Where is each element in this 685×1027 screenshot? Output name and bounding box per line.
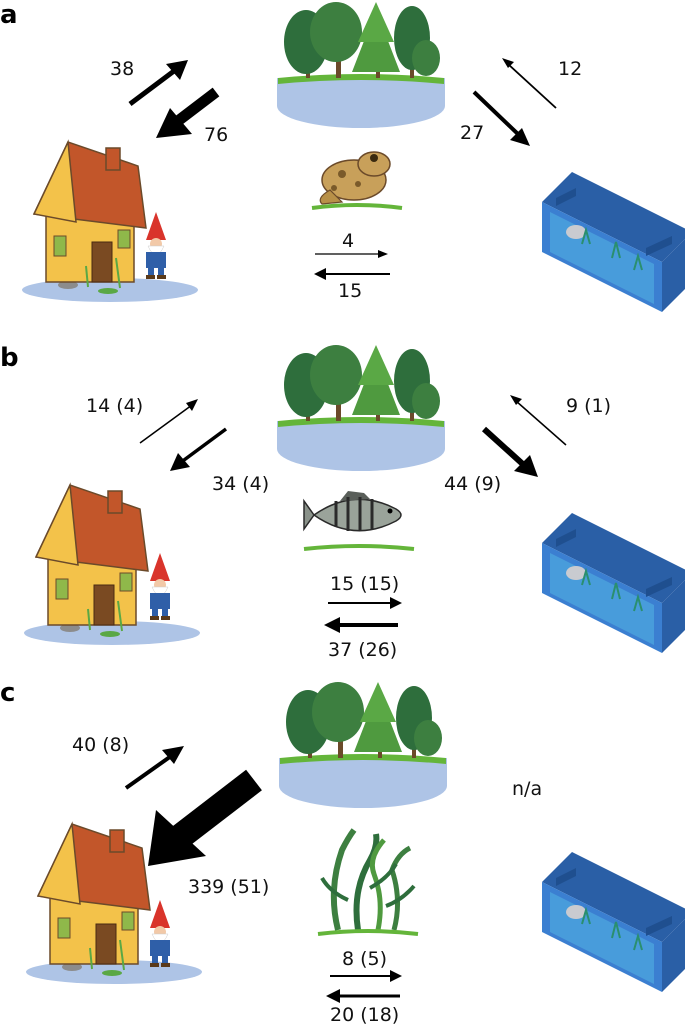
panel-b: b 14 (4) 34 (4) 9 (1) 44 (9) 15 (15) 37 … [0, 335, 685, 670]
arrow-wild-to-house [170, 87, 220, 129]
label-wild-to-house: 339 (51) [188, 876, 270, 898]
label-wild-to-house: 34 (4) [212, 473, 270, 495]
house-with-pond-icon [23, 484, 201, 646]
aquarium-tank-icon [541, 851, 685, 993]
label-aquarium-link: n/a [512, 778, 543, 800]
arrow-wild-to-house [178, 427, 228, 465]
perch-fish-icon [302, 489, 416, 551]
arrow-house-to-wild [139, 404, 193, 444]
panel-letter: b [0, 343, 19, 373]
panel-c: c 40 (8) 339 (51) n/a 8 (5) 20 (18) [0, 670, 685, 1027]
garden-gnome-icon [149, 899, 171, 968]
frog-icon [310, 150, 404, 210]
panel-letter: c [0, 678, 16, 708]
panel-c-diagram [25, 682, 685, 1003]
panel-letter: a [0, 0, 18, 30]
arrow-wild-to-aquarium [472, 90, 522, 138]
label-wild-to-aquarium: 44 (9) [444, 473, 502, 495]
aquarium-tank-icon [541, 512, 685, 654]
label-aquarium-to-house: 37 (26) [328, 639, 398, 661]
forest-pond-icon [277, 345, 445, 471]
label-house-to-aquarium: 8 (5) [342, 948, 388, 970]
aquatic-plant-icon [318, 830, 418, 934]
forest-pond-icon [277, 2, 445, 128]
garden-gnome-icon [149, 552, 171, 621]
label-house-to-aquarium: 4 [342, 230, 355, 252]
aquarium-tank-icon [541, 171, 685, 313]
label-house-to-wild: 40 (8) [72, 734, 130, 756]
label-aquarium-to-wild: 12 [558, 58, 583, 80]
arrow-wild-to-house [168, 769, 262, 851]
garden-gnome-icon [145, 211, 167, 280]
panel-b-diagram [23, 345, 685, 654]
arrow-aquarium-to-wild [515, 400, 567, 446]
label-house-to-wild: 38 [110, 58, 135, 80]
arrow-wild-to-aquarium [481, 426, 529, 470]
panel-a: a 38 76 12 27 4 15 [0, 0, 685, 335]
panel-a-diagram [21, 2, 685, 313]
arrow-house-to-wild [128, 66, 180, 106]
label-wild-to-house: 76 [204, 124, 229, 146]
label-aquarium-to-wild: 9 (1) [566, 395, 612, 417]
forest-pond-icon [279, 682, 447, 808]
label-wild-to-aquarium: 27 [460, 122, 485, 144]
label-aquarium-to-house: 20 (18) [330, 1004, 400, 1026]
label-house-to-wild: 14 (4) [86, 395, 144, 417]
arrow-house-to-wild [124, 752, 176, 790]
house-with-pond-icon [21, 141, 199, 303]
arrow-aquarium-to-wild [507, 63, 557, 109]
label-aquarium-to-house: 15 [338, 280, 363, 302]
label-house-to-aquarium: 15 (15) [330, 573, 400, 595]
